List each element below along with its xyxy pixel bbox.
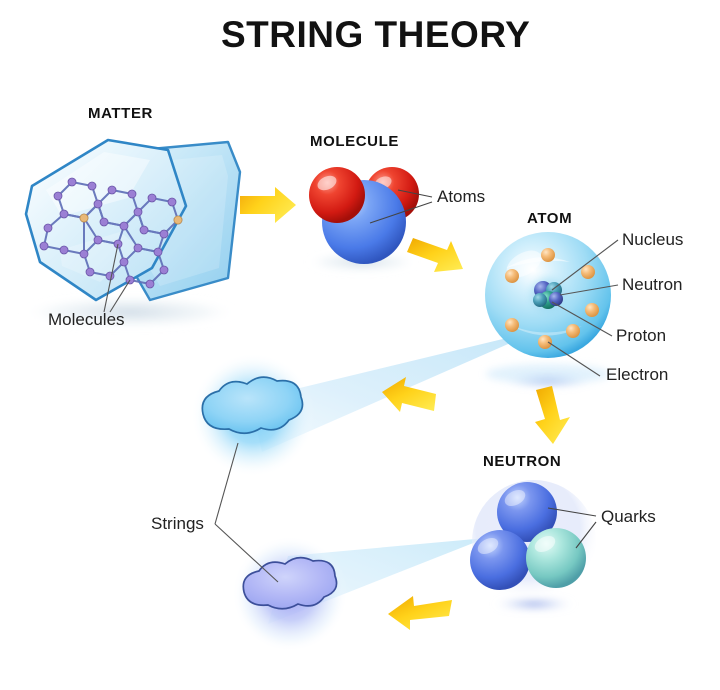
quark-top bbox=[497, 482, 557, 542]
molecule-atom-red-left bbox=[309, 167, 365, 223]
quarks-leader-lines bbox=[547, 507, 597, 549]
page-title: STRING THEORY bbox=[221, 14, 531, 55]
neutron-illustration bbox=[470, 480, 597, 611]
label-nucleus: Nucleus bbox=[622, 230, 684, 249]
quark-left bbox=[470, 530, 530, 590]
label-neutron: Neutron bbox=[622, 275, 683, 294]
atoms-leader-lines bbox=[369, 189, 433, 224]
atom-illustration bbox=[485, 232, 619, 388]
strings-illustration bbox=[191, 353, 348, 652]
strings-leader-lines bbox=[214, 442, 279, 583]
label-atoms: Atoms bbox=[437, 187, 486, 206]
section-heading-neutron: NEUTRON bbox=[483, 453, 562, 470]
label-strings: Strings bbox=[151, 514, 204, 533]
label-proton: Proton bbox=[616, 326, 667, 345]
label-quarks: Quarks bbox=[601, 507, 656, 526]
arrow-atom-to-neutron bbox=[535, 386, 570, 444]
quark-right bbox=[526, 528, 586, 588]
section-heading-molecule: MOLECULE bbox=[310, 133, 399, 150]
arrow-neutron-to-strings bbox=[388, 596, 452, 630]
label-molecules: Molecules bbox=[48, 310, 125, 329]
section-heading-atom: ATOM bbox=[527, 210, 573, 227]
arrow-molecule-to-atom bbox=[407, 238, 463, 272]
atom-leader-lines bbox=[547, 239, 619, 377]
arrow-atom-to-strings bbox=[382, 377, 436, 412]
string-loop-lower bbox=[242, 556, 338, 610]
atom-electrons bbox=[505, 248, 599, 349]
string-loop-upper bbox=[201, 376, 304, 435]
arrow-matter-to-molecule bbox=[240, 187, 296, 223]
matter-illustration bbox=[20, 138, 242, 328]
section-heading-matter: MATTER bbox=[88, 105, 153, 122]
molecules-leader-lines bbox=[103, 243, 131, 313]
molecule-illustration bbox=[306, 167, 433, 272]
label-electron: Electron bbox=[606, 365, 669, 384]
